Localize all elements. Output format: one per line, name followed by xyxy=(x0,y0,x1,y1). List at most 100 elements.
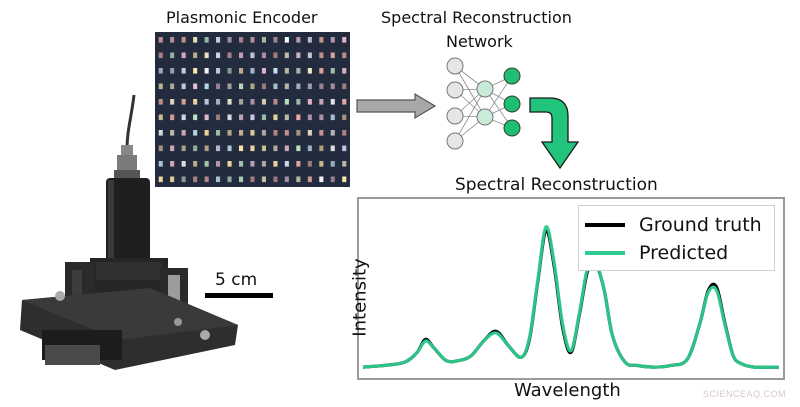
bent-arrow-down-icon xyxy=(529,97,580,170)
encoder-dot xyxy=(342,161,347,167)
y-axis-label: Intensity xyxy=(349,258,371,337)
encoder-dot xyxy=(342,114,347,121)
encoder-dot xyxy=(261,176,266,183)
encoder-dot xyxy=(319,52,324,59)
encoder-dot xyxy=(193,145,198,152)
encoder-dot xyxy=(158,161,163,167)
encoder-dot xyxy=(193,176,198,183)
network-title-line2: Network xyxy=(446,32,513,51)
encoder-dot xyxy=(342,99,347,105)
encoder-dot xyxy=(181,130,186,136)
encoder-dot xyxy=(307,114,312,121)
encoder-dot xyxy=(158,52,163,59)
encoder-dot xyxy=(204,83,209,90)
encoder-dot xyxy=(261,145,266,152)
encoder-dot xyxy=(158,130,163,136)
encoder-dot xyxy=(250,52,255,59)
encoder-dot xyxy=(239,130,244,136)
encoder-dot xyxy=(342,130,347,136)
arrow-right-icon xyxy=(356,92,437,120)
encoder-dot xyxy=(181,68,186,74)
encoder-dot xyxy=(250,114,255,121)
encoder-dot xyxy=(181,114,186,121)
plot-title: Spectral Reconstruction xyxy=(455,175,658,195)
x-axis-label: Wavelength xyxy=(514,380,621,401)
encoder-dot xyxy=(284,145,289,152)
encoder-dot xyxy=(296,145,301,152)
encoder-dot xyxy=(261,99,266,105)
encoder-dot xyxy=(239,99,244,105)
encoder-dot xyxy=(170,130,175,136)
encoder-dot xyxy=(284,83,289,90)
encoder-dot xyxy=(204,161,209,167)
encoder-dot xyxy=(307,176,312,183)
encoder-dot xyxy=(273,176,278,183)
encoder-dot xyxy=(204,52,209,59)
encoder-dot xyxy=(296,176,301,183)
encoder-dot xyxy=(319,145,324,152)
encoder-dot xyxy=(330,145,335,152)
encoder-dot xyxy=(204,130,209,136)
encoder-dot xyxy=(239,37,244,43)
legend-item-ground-truth: Ground truth xyxy=(585,214,762,236)
encoder-dot xyxy=(170,68,175,74)
encoder-dot xyxy=(330,130,335,136)
encoder-dot xyxy=(330,68,335,74)
encoder-dot xyxy=(261,52,266,59)
encoder-dot xyxy=(319,161,324,167)
encoder-dot xyxy=(284,99,289,105)
encoder-dot xyxy=(193,161,198,167)
encoder-dot xyxy=(227,114,232,121)
encoder-dot xyxy=(193,68,198,74)
encoder-dot xyxy=(261,161,266,167)
encoder-dot xyxy=(181,83,186,90)
encoder-dot xyxy=(250,161,255,167)
encoder-dot xyxy=(307,52,312,59)
encoder-dot xyxy=(227,130,232,136)
encoder-dot xyxy=(216,161,221,167)
encoder-dot xyxy=(273,99,278,105)
scale-bar-label: 5 cm xyxy=(215,270,258,290)
encoder-dot xyxy=(296,68,301,74)
encoder-dot xyxy=(170,114,175,121)
encoder-dot xyxy=(273,37,278,43)
encoder-dot xyxy=(239,161,244,167)
encoder-dot xyxy=(261,37,266,43)
encoder-dot xyxy=(296,37,301,43)
encoder-dot xyxy=(284,37,289,43)
encoder-dot xyxy=(284,161,289,167)
encoder-dot xyxy=(342,176,347,183)
series-line-predicted xyxy=(362,225,779,369)
encoder-dot xyxy=(216,37,221,43)
encoder-dot xyxy=(307,83,312,90)
encoder-dot xyxy=(170,176,175,183)
encoder-dot xyxy=(250,83,255,90)
legend-label-predicted: Predicted xyxy=(639,242,729,264)
encoder-dot xyxy=(227,68,232,74)
encoder-dot xyxy=(296,52,301,59)
encoder-dot xyxy=(170,83,175,90)
encoder-dot xyxy=(239,68,244,74)
encoder-dot xyxy=(342,145,347,152)
encoder-dot xyxy=(193,83,198,90)
encoder-dot xyxy=(296,83,301,90)
encoder-dot xyxy=(319,83,324,90)
encoder-dot xyxy=(158,83,163,90)
network-title-line1: Spectral Reconstruction xyxy=(381,8,572,27)
encoder-dot xyxy=(250,68,255,74)
encoder-dot xyxy=(307,130,312,136)
encoder-dot xyxy=(319,130,324,136)
encoder-dot xyxy=(216,83,221,90)
encoder-dot xyxy=(239,176,244,183)
encoder-dot xyxy=(330,83,335,90)
encoder-dot xyxy=(239,114,244,121)
encoder-dot xyxy=(170,145,175,152)
encoder-dot xyxy=(284,68,289,74)
spectrometer-device-photo xyxy=(20,94,238,370)
encoder-dot xyxy=(204,68,209,74)
encoder-dot xyxy=(319,68,324,74)
legend-label-ground-truth: Ground truth xyxy=(639,214,762,236)
encoder-dot xyxy=(170,99,175,105)
encoder-dot xyxy=(216,99,221,105)
encoder-dot xyxy=(204,114,209,121)
